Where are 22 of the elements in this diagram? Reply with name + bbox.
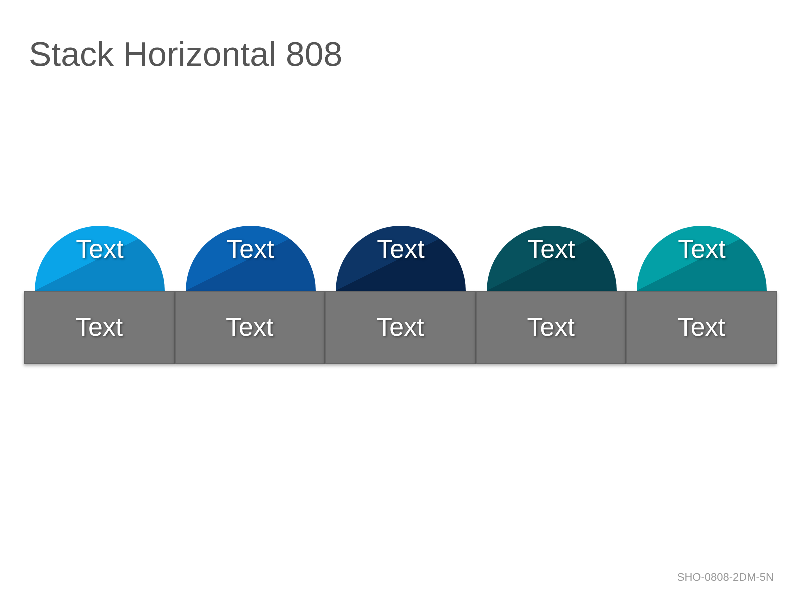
node-label: Text [76, 234, 124, 265]
text-cell [476, 291, 626, 364]
text-cell [626, 291, 777, 364]
slide-title: Stack Horizontal 808 [29, 36, 343, 75]
semicircle-tab [336, 226, 466, 291]
text-cell [174, 291, 326, 364]
semicircle-tab [486, 226, 616, 291]
text-cell [24, 291, 175, 364]
node-label: Text [226, 234, 274, 265]
node-label: Text [678, 312, 726, 343]
node-label: Text [75, 312, 124, 343]
slide-code: SHO-0808-2DM-5N [677, 572, 774, 584]
semicircle-tab [637, 226, 767, 291]
node-label: Text [528, 234, 576, 265]
node-label: Text [678, 234, 726, 265]
node-label: Text [527, 312, 575, 343]
semicircle-tab [186, 226, 316, 291]
node-label: Text [377, 234, 425, 265]
node-label: Text [376, 312, 424, 343]
text-cell [325, 291, 476, 364]
semicircle-tab [35, 226, 165, 291]
node-label: Text [226, 312, 274, 343]
